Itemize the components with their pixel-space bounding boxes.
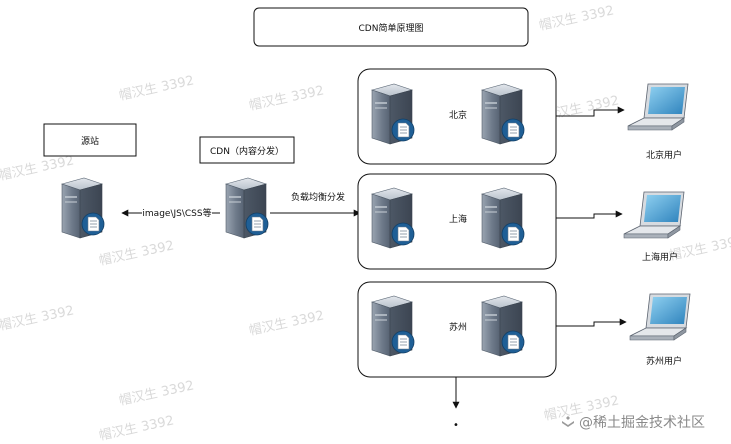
region-name: 上海	[449, 213, 467, 225]
region-name: 北京	[449, 109, 467, 121]
watermark-text: 帽汉生 3392	[0, 302, 75, 333]
brand-watermark: @稀土掘金技术社区	[561, 412, 705, 432]
title-box	[253, 7, 529, 47]
region-to-user-arrow	[556, 318, 627, 327]
region-server-icon	[481, 83, 525, 145]
load-balance-label: 负载均衡分发	[291, 191, 345, 203]
user-label: 北京用户	[646, 149, 682, 161]
cdn-server-icon	[225, 177, 269, 239]
more-indicator: •	[453, 420, 459, 431]
region-server-icon	[481, 295, 525, 357]
origin-label: 源站	[81, 135, 99, 147]
region-server-icon	[481, 187, 525, 249]
user-label: 上海用户	[642, 251, 678, 263]
watermark-text: 帽汉生 3392	[538, 2, 616, 33]
origin-edge-label: image\JS\CSS等	[142, 207, 211, 219]
watermark-text: 帽汉生 3392	[248, 307, 326, 338]
user-label: 苏州用户	[646, 355, 682, 367]
watermark-text: 帽汉生 3392	[248, 82, 326, 113]
region-server-icon	[371, 295, 415, 357]
watermark-text: 帽汉生 3392	[98, 237, 176, 268]
region-to-user-arrow	[556, 210, 623, 219]
laptop-icon	[629, 293, 691, 341]
cdn-label-box	[199, 136, 295, 164]
laptop-icon	[623, 191, 685, 239]
laptop-icon	[627, 83, 689, 131]
region-server-icon	[371, 187, 415, 249]
diagram-title: CDN简单原理图	[359, 22, 424, 34]
juejin-logo-icon	[562, 416, 574, 427]
origin-edge-label-bg	[142, 207, 212, 219]
watermark-text: 帽汉生 3392	[0, 152, 75, 183]
watermark-text: 帽汉生 3392	[118, 72, 196, 103]
cdn-label: CDN（内容分发）	[210, 145, 284, 157]
region-name: 苏州	[449, 321, 467, 333]
origin-server-icon	[61, 177, 105, 239]
region-to-user-arrow	[556, 106, 625, 117]
watermark-text: 帽汉生 3392	[98, 412, 176, 443]
region-server-icon	[371, 83, 415, 145]
origin-label-box	[43, 123, 137, 157]
brand-text: @稀土掘金技术社区	[579, 415, 705, 431]
watermark-text: 帽汉生 3392	[118, 377, 196, 408]
